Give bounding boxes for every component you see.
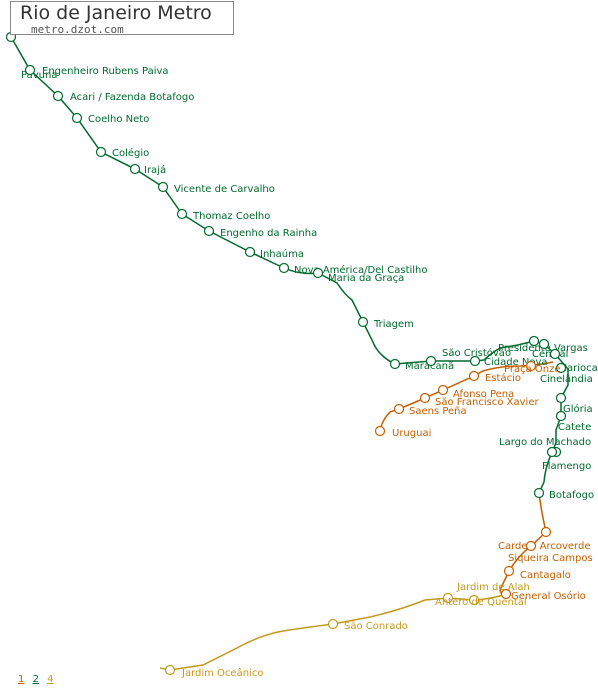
station-marker-afonso-pena[interactable] <box>437 384 449 396</box>
station-marker-antero-de-quental[interactable] <box>442 592 454 604</box>
station-label-jardim-oceanico[interactable]: Jardim Oceânico <box>181 667 263 679</box>
station-marker-saens-pena[interactable] <box>393 403 405 415</box>
line-2-path <box>10 36 569 494</box>
station-label-pavuna[interactable]: Pavuna <box>21 70 57 81</box>
station-label-cantagalo[interactable]: Cantagalo <box>520 570 571 581</box>
legend-line-1[interactable]: 1 <box>18 674 25 685</box>
station-label-coelho-neto[interactable]: Coelho Neto <box>88 114 149 125</box>
station-label-nova-america-del-castilho[interactable]: Nova América/Del Castilho <box>294 264 428 276</box>
station-label-inhauma[interactable]: Inhaúma <box>260 248 304 260</box>
station-label-maracana[interactable]: Maracanã <box>405 361 454 372</box>
station-label-catete[interactable]: Catete <box>558 422 591 433</box>
station-marker-engenheiro-rubens-paiva[interactable] <box>24 64 36 76</box>
station-marker-catete[interactable] <box>555 410 567 422</box>
station-marker-coelho-neto[interactable] <box>71 112 83 124</box>
station-marker-cinelandia[interactable] <box>555 362 567 374</box>
station-marker-inhauma[interactable] <box>244 246 256 258</box>
station-label-afonso-pena[interactable]: Afonso Pena <box>453 389 514 400</box>
legend-line-4[interactable]: 4 <box>47 674 54 685</box>
station-label-botafogo[interactable]: Botafogo <box>549 490 594 501</box>
station-marker-sao-conrado[interactable] <box>327 618 339 630</box>
station-label-saens-pena[interactable]: Saens Peña <box>409 406 467 417</box>
station-marker-praca-onze[interactable] <box>525 360 537 372</box>
station-marker-cantagalo[interactable] <box>503 565 515 577</box>
map-title: Rio de Janeiro Metro <box>20 2 212 24</box>
station-marker-sao-francisco-xavier[interactable] <box>419 392 431 404</box>
station-label-carioca[interactable]: Carioca <box>560 363 598 374</box>
station-marker-carioca[interactable] <box>549 348 561 360</box>
station-label-cidade-nova[interactable]: Cidade Nova <box>484 357 548 368</box>
station-marker-engenho-da-rainha[interactable] <box>203 225 215 237</box>
station-label-praca-onze[interactable]: Praça Onze <box>504 364 561 375</box>
station-label-sao-conrado[interactable]: São Conrado <box>344 621 408 632</box>
station-label-jardim-de-alah[interactable]: Jardim de Alah <box>456 582 530 593</box>
station-label-triagem[interactable]: Triagem <box>373 319 414 330</box>
station-marker-nova-america-del-castilho[interactable] <box>278 262 290 274</box>
station-label-sao-cristovao[interactable]: São Cristóvão <box>442 347 511 359</box>
station-marker-maria-da-graca[interactable] <box>312 267 324 279</box>
station-label-maria-da-graca[interactable]: Maria da Graça <box>328 273 404 284</box>
station-marker-general-osorio[interactable] <box>500 588 512 600</box>
station-label-acari-fazenda-botafogo[interactable]: Acari / Fazenda Botafogo <box>70 92 194 103</box>
station-label-uruguai[interactable]: Uruguai <box>392 428 431 439</box>
station-label-largo-do-machado[interactable]: Largo do Machado <box>499 437 591 448</box>
station-marker-colegio[interactable] <box>95 146 107 158</box>
station-marker-estacio[interactable] <box>468 370 480 382</box>
title-box: Rio de Janeiro Metro metro.dzot.com <box>10 1 234 36</box>
station-label-gloria[interactable]: Glória <box>563 403 593 415</box>
station-marker-flamengo[interactable] <box>546 446 558 458</box>
station-marker-cardeal-arcoverde[interactable] <box>540 526 552 538</box>
station-label-engenho-da-rainha[interactable]: Engenho da Rainha <box>220 228 317 239</box>
station-label-flamengo[interactable]: Flamengo <box>542 461 591 472</box>
station-label-estacio[interactable]: Estácio <box>485 372 521 384</box>
station-marker-sao-cristovao[interactable] <box>425 355 437 367</box>
station-marker-central[interactable] <box>538 338 550 350</box>
station-label-engenheiro-rubens-paiva[interactable]: Engenheiro Rubens Paiva <box>42 66 169 77</box>
station-marker-jardim-oceanico[interactable] <box>164 664 176 676</box>
map-subtitle[interactable]: metro.dzot.com <box>31 23 124 36</box>
station-marker-siqueira-campos[interactable] <box>525 540 537 552</box>
station-marker-uruguai[interactable] <box>374 425 386 437</box>
station-label-antero-de-quental[interactable]: Antero de Quental <box>435 597 527 608</box>
station-marker-botafogo[interactable] <box>533 487 545 499</box>
station-marker-acari-fazenda-botafogo[interactable] <box>52 90 64 102</box>
legend-line-2[interactable]: 2 <box>32 674 39 685</box>
station-label-cardeal-arcoverde[interactable]: Cardeal Arcoverde <box>498 541 591 552</box>
station-marker-gloria[interactable] <box>555 392 567 404</box>
station-label-iraja[interactable]: Irajá <box>144 164 166 176</box>
station-label-sao-francisco-xavier[interactable]: São Francisco Xavier <box>435 397 539 408</box>
station-label-cinelandia[interactable]: Cinelândia <box>540 373 593 385</box>
station-marker-triagem[interactable] <box>357 316 369 328</box>
station-label-vicente-de-carvalho[interactable]: Vicente de Carvalho <box>174 184 275 195</box>
station-marker-presidente-vargas[interactable] <box>528 335 540 347</box>
station-marker-thomaz-coelho[interactable] <box>176 208 188 220</box>
station-label-colegio[interactable]: Colégio <box>112 147 149 159</box>
station-marker-maracana[interactable] <box>389 358 401 370</box>
station-marker-iraja[interactable] <box>129 163 141 175</box>
station-marker-cidade-nova[interactable] <box>469 355 481 367</box>
line-legend: 1 2 4 <box>18 674 59 685</box>
station-label-siqueira-campos[interactable]: Siqueira Campos <box>508 553 593 564</box>
station-label-thomaz-coelho[interactable]: Thomaz Coelho <box>192 211 270 222</box>
station-label-general-osorio[interactable]: General Osório <box>511 590 586 602</box>
station-marker-vicente-de-carvalho[interactable] <box>157 181 169 193</box>
station-marker-jardim-de-alah[interactable] <box>468 594 480 606</box>
